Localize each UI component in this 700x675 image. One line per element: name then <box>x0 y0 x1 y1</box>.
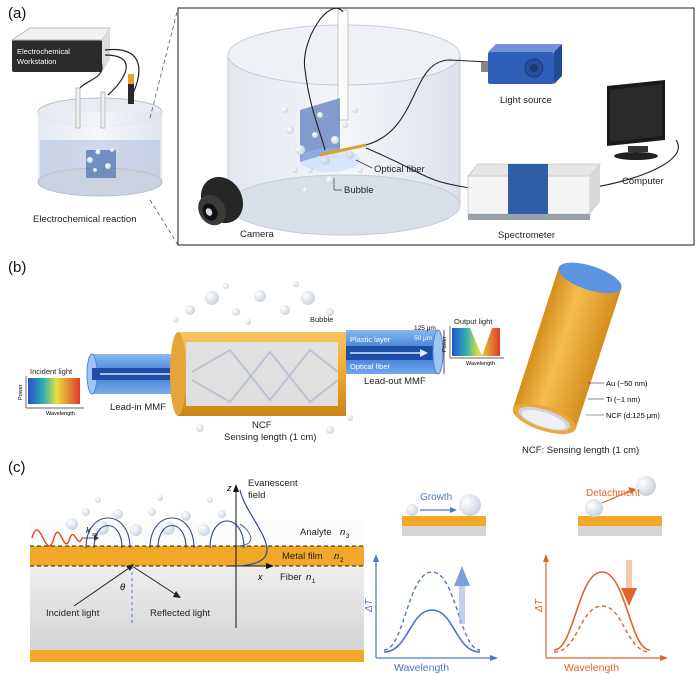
spr-structure <box>30 521 364 662</box>
x-axis-label: x <box>257 572 263 582</box>
electrochemical-cell <box>37 74 163 197</box>
incident-light-label-c: Incident light <box>46 608 100 619</box>
zoom-connector-top <box>149 7 179 119</box>
ksp-label: k <box>86 525 91 535</box>
reflected-ray <box>131 565 179 597</box>
metal-film-label: Metal film <box>282 551 323 562</box>
evanescent-decay-curve <box>235 489 268 567</box>
spectrometer <box>466 163 602 220</box>
detachment-diagram <box>578 476 662 536</box>
ksp-sub: sp <box>92 532 98 538</box>
output-wavelength-axis: Wavelength <box>466 361 495 367</box>
ncf-d-label: NCF (d:125 μm) <box>606 411 660 420</box>
tank-optical-fiber <box>319 143 367 157</box>
panel-label-c: (c) <box>8 459 26 476</box>
light-source <box>481 44 562 84</box>
detachment-label: Detachment <box>586 488 640 499</box>
sensing-length-label: Sensing length (1 cm) <box>224 432 316 443</box>
ncf-label: NCF <box>252 420 272 431</box>
ti-label: Ti (~1 nm) <box>606 395 641 404</box>
incident-light-label-b: Incident light <box>30 367 73 376</box>
lead-in-label: Lead-in MMF <box>110 402 166 413</box>
fiber-label: Fiber <box>280 572 302 583</box>
growth-plot <box>373 554 498 661</box>
growth-wavelength-label: Wavelength <box>394 662 449 674</box>
analyte-n: n <box>340 527 345 538</box>
sample-plate <box>300 98 340 162</box>
growth-delta-t: ΔT <box>364 598 375 613</box>
growth-diagram <box>402 494 486 536</box>
evanescent-label-1: Evanescent <box>248 478 298 489</box>
detachment-wavelength-label: Wavelength <box>564 662 619 674</box>
computer-label: Computer <box>622 176 664 187</box>
computer <box>607 80 665 160</box>
electrochemical-reaction-label: Electrochemical reaction <box>33 214 137 225</box>
bubble-label-a: Bubble <box>344 185 374 196</box>
reflected-light-label: Reflected light <box>150 608 211 619</box>
electrode <box>337 9 349 121</box>
surface-plasmon-wave <box>31 529 83 547</box>
metal-n-sub: 2 <box>340 558 344 564</box>
dim-125-label: 125 μm <box>414 325 436 332</box>
au-label: Au (~50 nm) <box>606 379 648 388</box>
z-axis-label: z <box>226 483 232 493</box>
optical-fiber-label-b: Optical fiber <box>350 362 391 371</box>
evanescent-label-2: field <box>248 490 265 501</box>
fiber-n: n <box>306 572 311 583</box>
incident-wavelength-axis: Wavelength <box>46 411 75 417</box>
panel-label-a: (a) <box>8 5 26 22</box>
dim-50-label: 50 μm <box>414 335 432 342</box>
lead-out-label: Lead-out MMF <box>364 376 426 387</box>
lead-in-mmf <box>86 353 184 395</box>
growth-label: Growth <box>420 492 452 503</box>
plastic-layer-label: Plastic layer <box>350 335 391 344</box>
metal-n: n <box>334 551 339 562</box>
ncf-caption: NCF: Sensing length (1 cm) <box>522 445 639 456</box>
optical-fiber-label-a: Optical fiber <box>374 164 425 175</box>
workstation-label-1: Electrochemical <box>17 47 70 56</box>
incident-power-axis: Power <box>18 384 24 400</box>
lead-out-mmf <box>346 329 444 375</box>
analyte-label: Analyte <box>300 527 332 538</box>
output-power-axis: Power <box>442 336 448 352</box>
ncf-cross-section <box>512 262 622 435</box>
bubble-label-b: Bubble <box>310 315 333 324</box>
electrochemical-workstation: Electrochemical Workstation <box>10 27 111 72</box>
output-light-label: Output light <box>454 317 493 326</box>
panel-label-b: (b) <box>8 259 26 276</box>
camera-label: Camera <box>240 229 275 240</box>
detachment-delta-t: ΔT <box>534 598 545 613</box>
theta-label: θ <box>120 582 126 593</box>
incident-ray <box>73 565 133 607</box>
incident-spectrum: Power Wavelength <box>18 376 84 417</box>
light-source-label: Light source <box>500 95 552 106</box>
camera <box>198 176 244 226</box>
bubble-cloud <box>282 107 363 193</box>
fiber-n-sub: 1 <box>312 579 316 585</box>
spectrometer-label: Spectrometer <box>498 230 555 241</box>
panel-b-bubbles <box>173 281 353 434</box>
workstation-label-2: Workstation <box>17 57 56 66</box>
output-spectrum: Power Wavelength <box>442 326 504 367</box>
analyte-n-sub: 3 <box>346 534 350 540</box>
detachment-plot <box>543 554 668 661</box>
evanescent-loops <box>85 517 245 549</box>
ncf-section <box>170 332 346 416</box>
zoom-connector-bottom <box>149 199 179 246</box>
